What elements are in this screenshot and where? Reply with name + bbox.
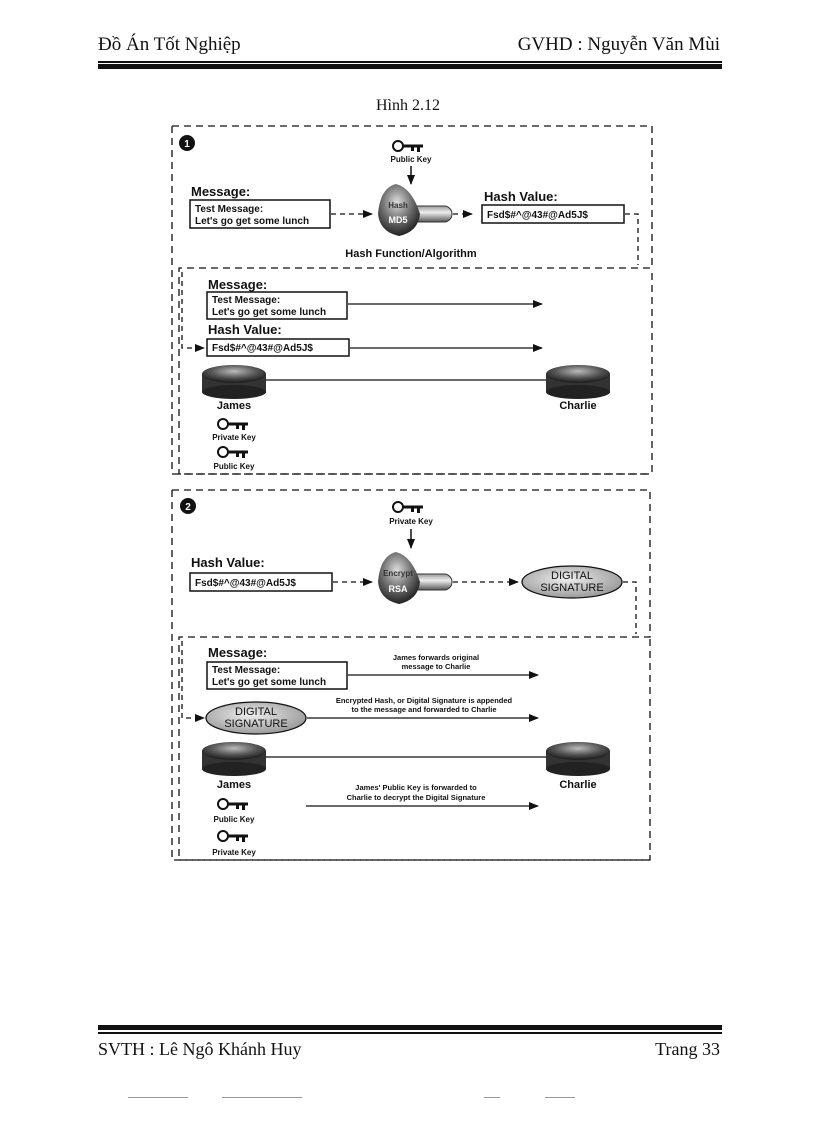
pubkey-note-line1: James' Public Key is forwarded to (355, 783, 477, 792)
key-icon (392, 140, 423, 152)
hash-value: Fsd$#^@43#@Ad5J$ (487, 210, 588, 221)
footer-rule-thin (98, 1032, 722, 1034)
private-key-label-2: Private Key (212, 848, 256, 857)
signature-line2: SIGNATURE (540, 582, 603, 594)
key-icon (392, 501, 423, 513)
hash-value-2: Fsd$#^@43#@Ad5J$ (212, 343, 313, 354)
sender-label: James (217, 779, 251, 791)
panel-1-border (172, 125, 653, 475)
private-key-label: Private Key (212, 433, 256, 442)
key-icon (217, 830, 248, 842)
digital-signature-badge-2 (205, 701, 307, 735)
step-2-number: 2 (185, 502, 191, 513)
message-line1: Test Message: (195, 204, 263, 215)
sig2-line1: DIGITAL (235, 706, 277, 718)
message-label: Message: (208, 645, 267, 660)
device-top-label: Hash (388, 201, 408, 210)
hash-value-box (189, 572, 333, 592)
message-line2: Let's go get some lunch (212, 677, 326, 688)
encrypt-device-icon (378, 552, 453, 604)
message-label-2: Message: (208, 277, 267, 292)
private-key-label: Private Key (389, 517, 433, 526)
message-box (206, 661, 348, 690)
message2-line2: Let's go get some lunch (212, 307, 326, 318)
figure-caption: Hình 2.12 (376, 97, 440, 114)
rsa-label: RSA (388, 584, 408, 594)
message2-line1: Test Message: (212, 295, 280, 306)
hash-value-label-2: Hash Value: (208, 322, 282, 337)
sig2-line2: SIGNATURE (224, 718, 287, 730)
forward-note-line1: James forwards original (393, 653, 479, 662)
header-title: Đồ Án Tốt Nghiệp (98, 34, 241, 55)
header-rule-thin (98, 61, 722, 63)
scan-mark (222, 1097, 302, 1098)
scan-mark (484, 1097, 500, 1098)
step-1-number: 1 (184, 139, 190, 150)
digital-signature-badge (521, 565, 623, 599)
step-1-badge (179, 135, 195, 151)
header-supervisor: GVHD : Nguyễn Văn Mùi (517, 34, 720, 55)
sender-label: James (217, 400, 251, 412)
step-2-badge (180, 498, 196, 514)
router-icon-james (202, 742, 266, 776)
receiver-label: Charlie (559, 779, 596, 791)
key-icon (217, 418, 248, 430)
hash-value-label: Hash Value: (484, 189, 558, 204)
panel-1: 1 Public Key Message: Test Message: Let'… (171, 125, 653, 475)
footer-rule-thick (98, 1025, 722, 1030)
message-line1: Test Message: (212, 665, 280, 676)
key-icon (217, 798, 248, 810)
signature-line1: DIGITAL (551, 570, 593, 582)
receiver-label: Charlie (559, 400, 596, 412)
forward-note-line2: message to Charlie (402, 662, 471, 671)
md5-label: MD5 (388, 215, 407, 225)
hash-function-label: Hash Function/Algorithm (345, 248, 477, 260)
hash-value-box-2 (206, 338, 350, 357)
message-box-2 (206, 291, 348, 320)
message-box (189, 199, 331, 229)
key-icon (217, 446, 248, 458)
public-key-label: Public Key (214, 815, 255, 824)
hash-value: Fsd$#^@43#@Ad5J$ (195, 578, 296, 589)
scan-mark (128, 1097, 188, 1098)
footer-author: SVTH : Lê Ngô Khánh Huy (98, 1039, 302, 1059)
public-key-label: Public Key (391, 155, 432, 164)
header-rule-thick (98, 64, 722, 69)
hash-device-icon (378, 184, 453, 236)
hash-value-label: Hash Value: (191, 555, 265, 570)
router-icon-james (202, 365, 266, 399)
footer-page-number: Trang 33 (655, 1039, 720, 1059)
panel-2: 2 Private Key Hash Value: Fsd$#^@43#@Ad5… (171, 489, 651, 861)
hash-value-box (481, 204, 625, 224)
device-top-label: Encrypt (383, 569, 413, 578)
append-note-line2: to the message and forwarded to Charlie (351, 705, 496, 714)
panel-2-border (172, 489, 651, 861)
public-key-label-2: Public Key (214, 462, 255, 471)
router-icon-charlie (546, 742, 610, 776)
scan-mark (545, 1097, 575, 1098)
router-icon-charlie (546, 365, 610, 399)
message-label: Message: (191, 184, 250, 199)
pubkey-note-line2: Charlie to decrypt the Digital Signature (347, 793, 486, 802)
append-note-line1: Encrypted Hash, or Digital Signature is … (336, 696, 513, 705)
message-line2: Let's go get some lunch (195, 216, 309, 227)
